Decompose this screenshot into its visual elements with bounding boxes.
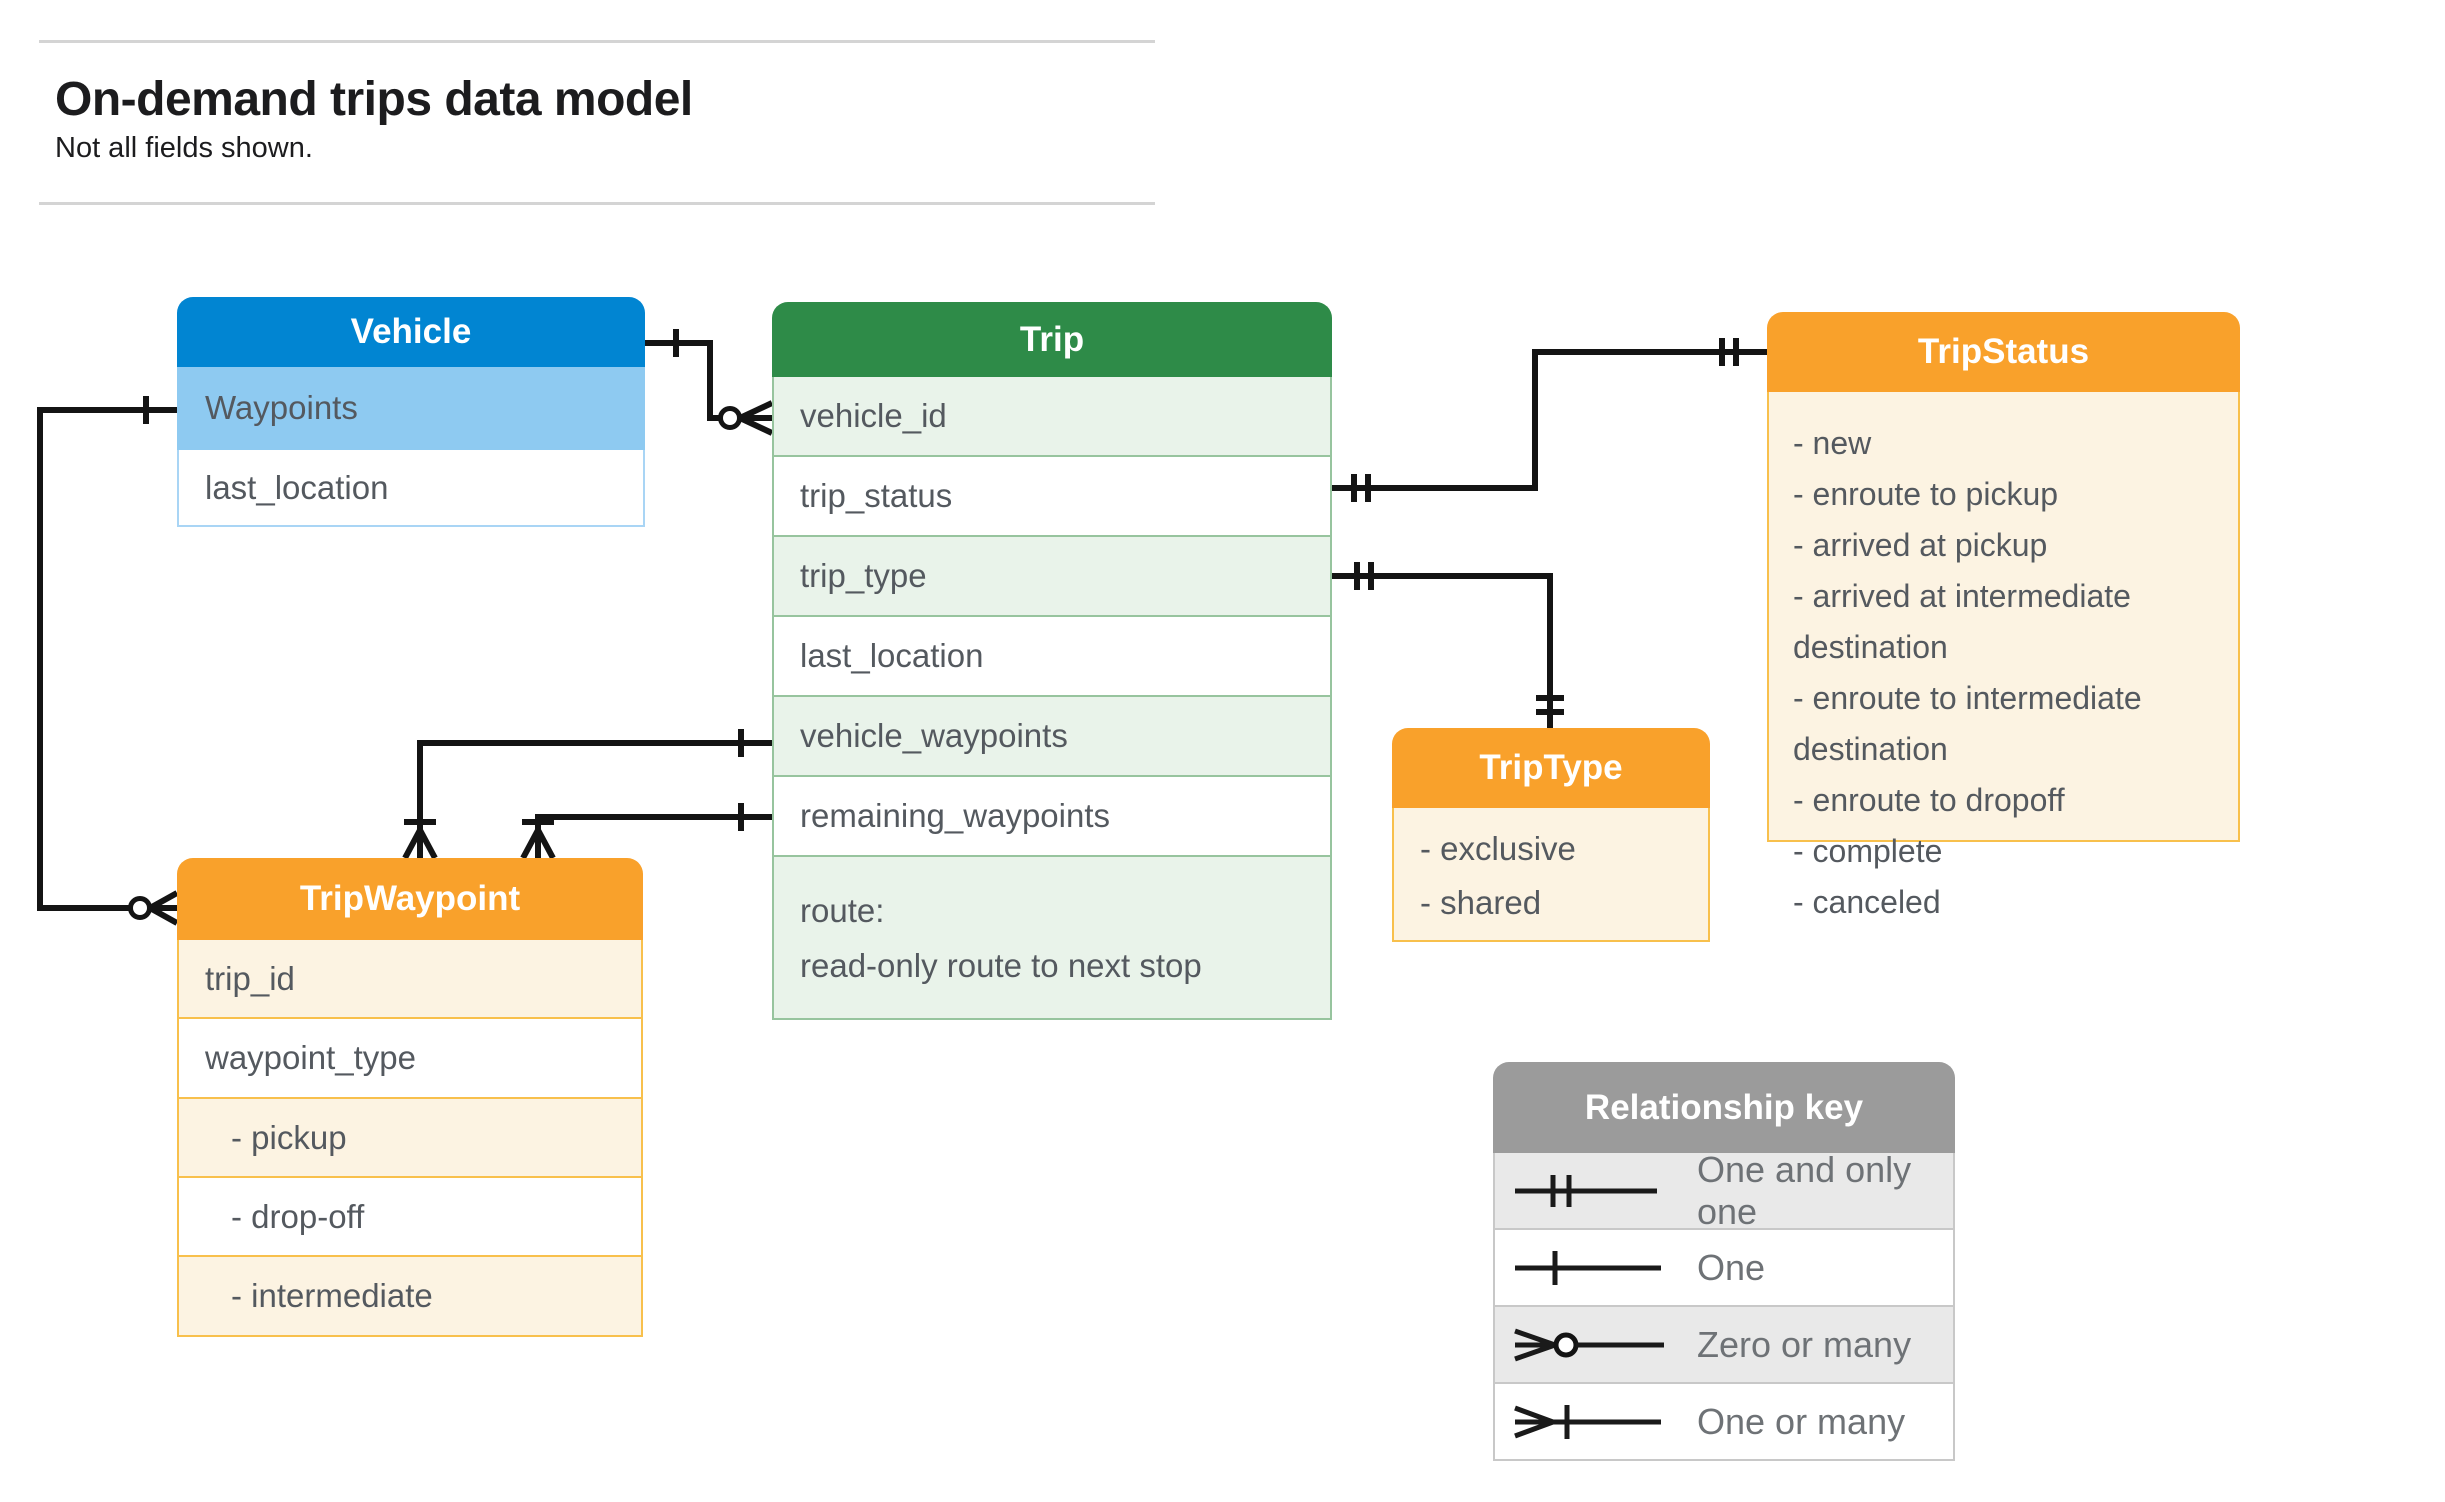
tripstatus-values: - new - enroute to pickup - arrived at p… [1767, 392, 2240, 920]
status-value: - enroute to pickup [1793, 476, 2059, 512]
status-value: - enroute to dropoff [1793, 782, 2065, 818]
legend-label: One or many [1697, 1400, 1906, 1442]
relationship-key: Relationship key One and only one One Ze… [1493, 1062, 1955, 1461]
entity-triptype-header: TripType [1392, 728, 1710, 808]
one-and-only-one-tick-icon [1354, 562, 1374, 590]
entity-tripstatus: TripStatus - new - enroute to pickup - a… [1767, 312, 2240, 920]
status-value: - complete [1793, 833, 1943, 869]
field-trip-last-location: last_location [772, 617, 1332, 697]
one-and-only-one-tick-icon [1536, 695, 1564, 715]
one-icon [1515, 1250, 1661, 1285]
type-value: - shared [1420, 884, 1542, 921]
status-value: - arrived at intermediate destination [1793, 578, 2131, 665]
type-value: - exclusive [1420, 830, 1576, 867]
field-trip-remaining-waypoints: remaining_waypoints [772, 777, 1332, 857]
crow-foot-icon [520, 828, 556, 860]
field-tripwaypoint-trip-id: trip_id [177, 940, 643, 1019]
entity-tripwaypoint: TripWaypoint trip_id waypoint_type - pic… [177, 858, 643, 1337]
field-trip-route-line2: read-only route to next stop [800, 947, 1202, 984]
one-and-only-one-tick-icon [1719, 338, 1739, 366]
connector-vehicle-tripwaypoint [37, 396, 179, 926]
connector-trip-tripstatus [1332, 338, 1767, 502]
status-value: - arrived at pickup [1793, 527, 2048, 563]
status-value: - new [1793, 425, 1872, 461]
connector-vehicle-waypoints-tripwaypoint [402, 729, 772, 860]
entity-trip: Trip vehicle_id trip_status trip_type la… [772, 302, 1332, 1020]
triptype-values: - exclusive - shared [1392, 808, 1710, 942]
entity-tripwaypoint-header: TripWaypoint [177, 858, 643, 940]
legend-row-one-or-many: One or many [1493, 1384, 1955, 1461]
legend-row-one: One [1493, 1230, 1955, 1307]
field-trip-route: route: read-only route to next stop [772, 857, 1332, 1020]
page-title: On-demand trips data model [55, 73, 693, 126]
relationship-key-header: Relationship key [1493, 1062, 1955, 1153]
crow-foot-icon [148, 890, 179, 926]
crow-foot-icon [402, 828, 438, 860]
entity-tripstatus-header: TripStatus [1767, 312, 2240, 392]
connector-trip-triptype [1332, 562, 1564, 728]
entity-trip-header: Trip [772, 302, 1332, 377]
field-vehicle-waypoints: Waypoints [177, 367, 645, 450]
status-value: - enroute to intermediate destination [1793, 680, 2142, 767]
legend-label: One [1697, 1246, 1766, 1288]
legend-row-one-and-only-one: One and only one [1493, 1149, 1955, 1232]
connector-vehicle-trip [645, 329, 774, 436]
divider-bottom [39, 202, 1155, 205]
page-subtitle: Not all fields shown. [55, 132, 313, 164]
zero-or-many-icon [1514, 1328, 1664, 1361]
field-trip-type: trip_type [772, 537, 1332, 617]
legend-label: Zero or many [1697, 1323, 1912, 1365]
field-trip-vehicle-id: vehicle_id [772, 377, 1332, 457]
zero-circle-icon [128, 896, 152, 920]
one-and-only-one-icon [1515, 1174, 1657, 1207]
legend-label: One and only one [1697, 1148, 1912, 1232]
waypoint-type-pickup: - pickup [177, 1099, 643, 1178]
legend-row-zero-or-many: Zero or many [1493, 1307, 1955, 1384]
entity-vehicle-header: Vehicle [177, 297, 645, 367]
crow-foot-icon [738, 400, 774, 436]
entity-vehicle: Vehicle Waypoints last_location [177, 297, 645, 527]
field-trip-route-line1: route: [800, 892, 885, 929]
entity-triptype: TripType - exclusive - shared [1392, 728, 1710, 942]
field-trip-status: trip_status [772, 457, 1332, 537]
field-trip-vehicle-waypoints: vehicle_waypoints [772, 697, 1332, 777]
waypoint-type-dropoff: - drop-off [177, 1178, 643, 1257]
waypoint-type-intermediate: - intermediate [177, 1257, 643, 1337]
field-tripwaypoint-waypoint-type: waypoint_type [177, 1019, 643, 1099]
field-vehicle-last-location: last_location [177, 450, 645, 527]
connector-remaining-waypoints-tripwaypoint [520, 803, 772, 860]
status-value: - canceled [1793, 884, 1941, 920]
one-or-many-icon [1514, 1404, 1661, 1439]
zero-circle-icon [718, 406, 742, 430]
divider-top [39, 40, 1155, 43]
one-and-only-one-tick-icon [1351, 474, 1371, 502]
